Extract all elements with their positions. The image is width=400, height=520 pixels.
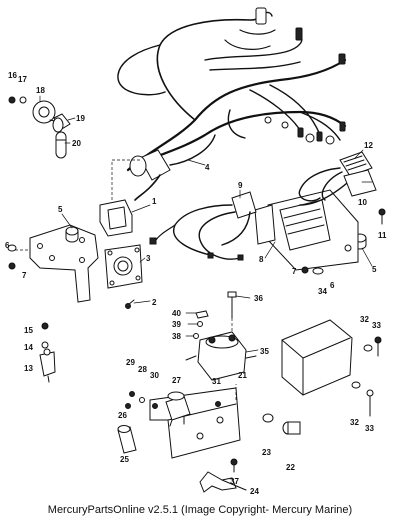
washer-17	[19, 96, 27, 104]
screw-2	[125, 299, 135, 309]
callout-13: 13	[24, 364, 33, 373]
washer-32a	[363, 344, 373, 352]
parts-diagram: 1 2 3 4 5 5 6 6 7 7 8 9 10 11 12 13 14 1…	[5, 7, 387, 496]
washer-32b	[351, 381, 361, 389]
callout-19: 19	[76, 114, 85, 123]
washer-14	[41, 341, 49, 349]
callout-34: 34	[318, 287, 327, 296]
callout-37: 37	[230, 477, 239, 486]
callout-29: 29	[126, 358, 135, 367]
callout-8: 8	[259, 255, 264, 264]
callout-35: 35	[260, 347, 269, 356]
callout-38: 38	[172, 332, 181, 341]
screw-33b	[366, 389, 374, 417]
callout-33-bottom: 33	[365, 424, 374, 433]
callout-36: 36	[254, 294, 263, 303]
callout-7-left: 7	[22, 271, 27, 280]
nut-16	[8, 96, 16, 104]
callout-5-left: 5	[58, 205, 63, 214]
sender-13	[39, 348, 56, 383]
callout-27: 27	[172, 376, 181, 385]
callout-33-top: 33	[372, 321, 381, 330]
callout-10: 10	[358, 198, 367, 207]
nut-7-right	[301, 266, 309, 274]
screw-33a	[374, 336, 382, 357]
callout-21: 21	[238, 371, 247, 380]
nut-26	[125, 403, 131, 409]
callout-17: 17	[18, 75, 27, 84]
callout-12: 12	[364, 141, 373, 150]
copyright-caption: MercuryPartsOnline v2.5.1 (Image Copyrig…	[47, 504, 353, 516]
clip-40	[195, 310, 209, 319]
callout-16: 16	[8, 71, 17, 80]
callout-4: 4	[205, 163, 210, 172]
callout-14: 14	[24, 343, 33, 352]
bracket-21	[149, 384, 241, 459]
callout-20: 20	[72, 139, 81, 148]
nut-29	[129, 391, 135, 397]
nut-31	[215, 401, 221, 407]
spacer-25	[117, 425, 137, 454]
washer-23	[262, 413, 274, 423]
leader-lines	[39, 95, 373, 353]
callout-7-right: 7	[292, 267, 297, 276]
callout-30: 30	[150, 371, 159, 380]
solenoid-35	[185, 331, 257, 381]
left-bracket	[10, 224, 99, 303]
callout-24: 24	[250, 487, 259, 496]
boot-19	[52, 113, 71, 133]
callout-9: 9	[238, 181, 243, 190]
screw-11	[378, 208, 386, 225]
callout-11: 11	[378, 231, 387, 240]
switch-27	[165, 391, 191, 427]
washer-6-right	[312, 267, 324, 275]
cover-34	[281, 319, 353, 396]
washer-28	[139, 397, 145, 403]
screw-37	[230, 458, 238, 473]
bolt-22	[282, 421, 301, 435]
callout-39: 39	[172, 320, 181, 329]
box-10	[343, 169, 377, 197]
module-8	[254, 189, 359, 271]
callout-26: 26	[118, 411, 127, 420]
callout-1: 1	[152, 197, 157, 206]
callout-2: 2	[152, 298, 157, 307]
spacer-5-left	[65, 226, 79, 243]
bolt-36	[227, 291, 237, 332]
callout-25: 25	[120, 455, 129, 464]
part-3-plate	[104, 244, 143, 289]
nut-7-left	[8, 262, 16, 270]
callout-5-right: 5	[372, 265, 377, 274]
callout-3: 3	[146, 254, 151, 263]
plug-20	[55, 131, 67, 159]
callout-18: 18	[36, 86, 45, 95]
callout-31: 31	[212, 377, 221, 386]
connector-9	[149, 191, 257, 261]
nut-30	[152, 403, 158, 409]
switch-18	[32, 100, 61, 124]
callout-labels: 1 2 3 4 5 5 6 6 7 7 8 9 10 11 12 13 14 1…	[5, 71, 387, 496]
washer-6-left	[7, 244, 17, 252]
callout-28: 28	[138, 365, 147, 374]
callout-32-top: 32	[360, 315, 369, 324]
callout-6-right: 6	[330, 281, 335, 290]
part-1-plug	[99, 159, 140, 237]
bolt-24	[199, 471, 247, 493]
screw-15	[41, 322, 49, 330]
callout-22: 22	[286, 463, 295, 472]
callout-32-bottom: 32	[350, 418, 359, 427]
callout-15: 15	[24, 326, 33, 335]
callout-6-left: 6	[5, 241, 10, 250]
wiring-harness	[117, 7, 347, 201]
callout-23: 23	[262, 448, 271, 457]
callout-40: 40	[172, 309, 181, 318]
